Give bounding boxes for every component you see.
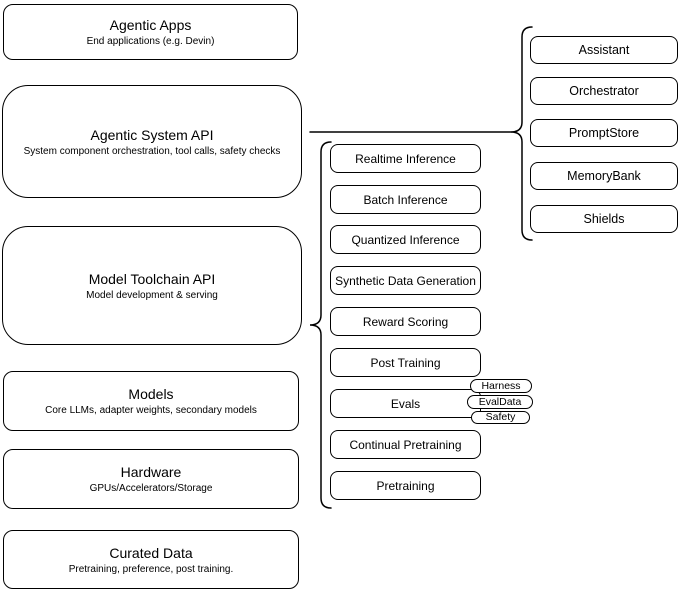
brace-toolchain-items	[309, 141, 332, 509]
tag-safety: Safety	[471, 411, 530, 424]
node-title: Models	[128, 386, 174, 402]
node-title: Agentic Apps	[109, 17, 192, 33]
node-subtitle: End applications (e.g. Devin)	[86, 36, 215, 47]
node-title: Hardware	[120, 464, 182, 480]
component-shields: Shields	[530, 205, 678, 233]
tag-harness: Harness	[470, 379, 532, 393]
node-agentic-apps: Agentic Apps End applications (e.g. Devi…	[3, 4, 298, 60]
node-subtitle: Model development & serving	[86, 289, 218, 301]
node-subtitle: System component orchestration, tool cal…	[23, 145, 281, 157]
node-subtitle: Core LLMs, adapter weights, secondary mo…	[45, 405, 257, 416]
tag-evaldata: EvalData	[467, 395, 533, 409]
toolchain-item-evals: Evals	[330, 389, 481, 418]
component-orchestrator: Orchestrator	[530, 77, 678, 105]
node-title: Curated Data	[109, 544, 193, 561]
component-promptstore: PromptStore	[530, 119, 678, 147]
node-agentic-system-api: Agentic System API System component orch…	[2, 85, 302, 198]
toolchain-item-realtime-inference: Realtime Inference	[330, 144, 481, 173]
node-models: Models Core LLMs, adapter weights, secon…	[3, 371, 299, 431]
toolchain-item-pretraining: Pretraining	[330, 471, 481, 500]
node-curated-data: Curated Data Pretraining, preference, po…	[3, 530, 299, 589]
node-title: Agentic System API	[90, 126, 214, 143]
toolchain-item-batch-inference: Batch Inference	[330, 185, 481, 214]
toolchain-item-continual-pretraining: Continual Pretraining	[330, 430, 481, 459]
node-hardware: Hardware GPUs/Accelerators/Storage	[3, 449, 299, 509]
toolchain-item-post-training: Post Training	[330, 348, 481, 377]
node-title: Model Toolchain API	[88, 270, 216, 287]
brace-system-components	[510, 26, 533, 241]
component-assistant: Assistant	[530, 36, 678, 64]
component-memorybank: MemoryBank	[530, 162, 678, 190]
node-subtitle: GPUs/Accelerators/Storage	[89, 483, 213, 494]
toolchain-item-synthetic-data-generation: Synthetic Data Generation	[330, 266, 481, 295]
node-subtitle: Pretraining, preference, post training.	[68, 563, 234, 575]
node-model-toolchain-api: Model Toolchain API Model development & …	[2, 226, 302, 345]
toolchain-item-quantized-inference: Quantized Inference	[330, 225, 481, 254]
toolchain-item-reward-scoring: Reward Scoring	[330, 307, 481, 336]
